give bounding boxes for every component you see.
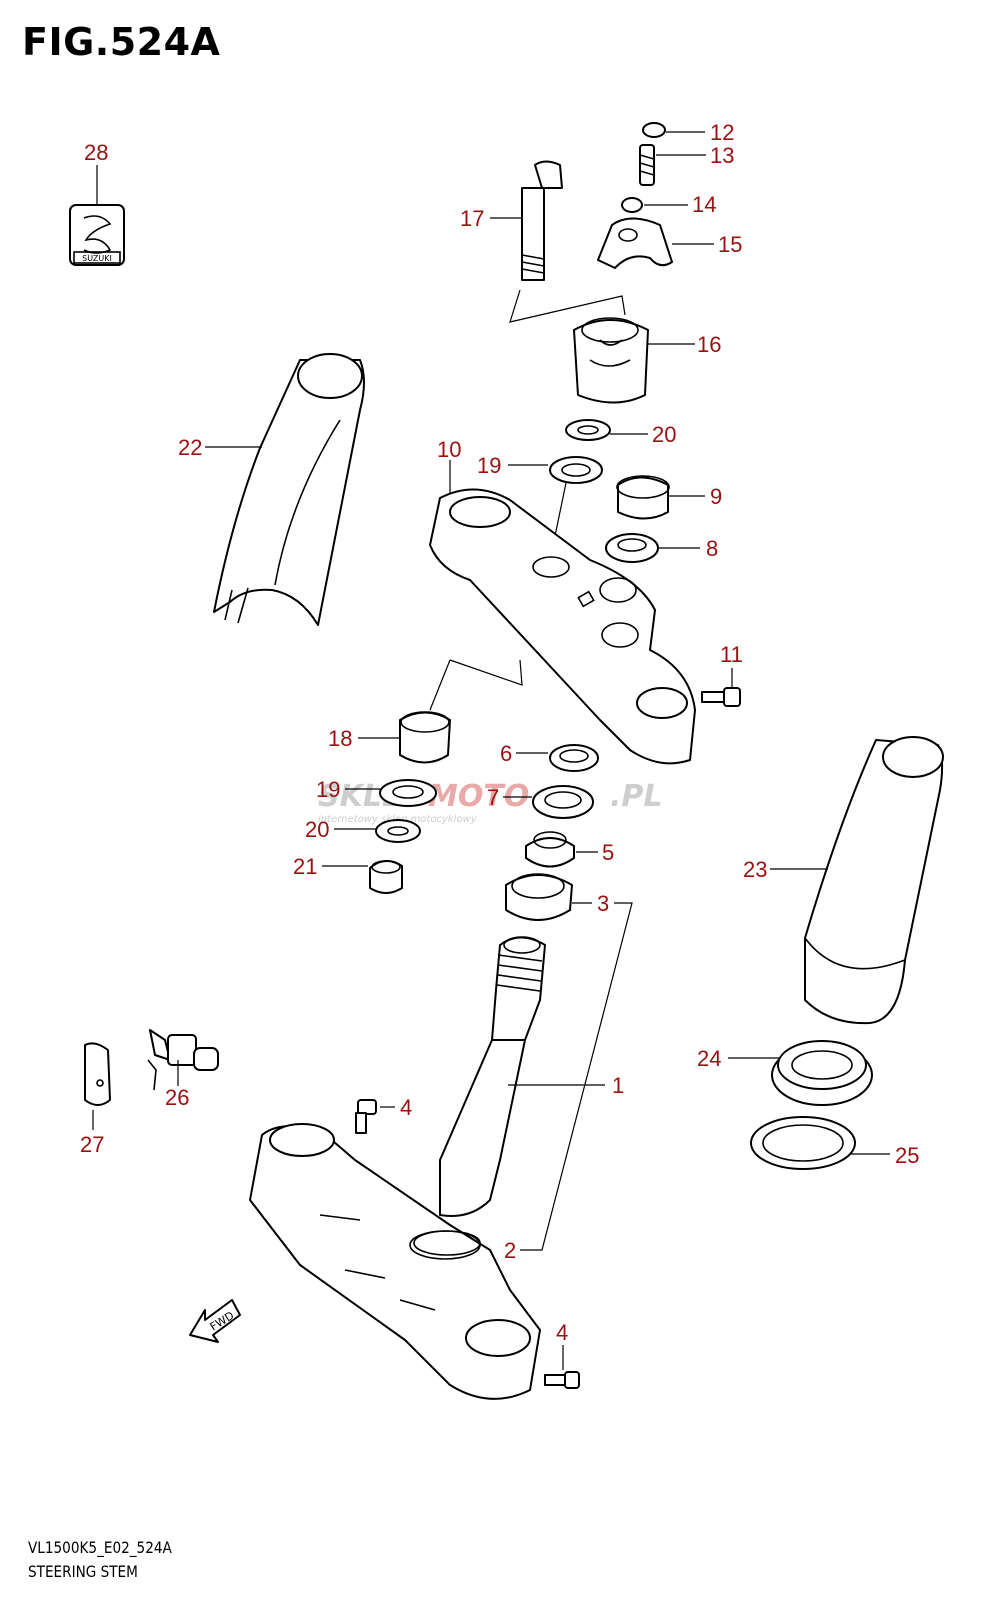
part-17-bolt bbox=[490, 160, 626, 323]
part-13-bolt bbox=[639, 144, 706, 186]
part-12-cap bbox=[642, 122, 705, 138]
part-1-steering-stem bbox=[439, 936, 605, 1217]
part-4-bolt-upper bbox=[355, 1099, 395, 1134]
callout-25: 25 bbox=[895, 1143, 919, 1168]
part-25-washer bbox=[750, 1116, 890, 1170]
part-21-nut bbox=[322, 860, 403, 894]
watermark-text-c: .PL bbox=[610, 779, 663, 814]
part-19-washer-lower bbox=[345, 779, 437, 807]
part-26-steering-lock bbox=[147, 1029, 219, 1091]
part-23-fork-cover bbox=[770, 736, 944, 1025]
callout-4a: 4 bbox=[400, 1095, 412, 1120]
callout-1: 1 bbox=[612, 1073, 624, 1098]
callout-19a: 19 bbox=[477, 453, 501, 478]
callout-9: 9 bbox=[710, 484, 722, 509]
part-20-washer-lower bbox=[334, 819, 421, 843]
part-28-emblem: SUZUKI bbox=[69, 165, 125, 266]
callout-8: 8 bbox=[706, 536, 718, 561]
callout-20a: 20 bbox=[652, 422, 676, 447]
callout-14: 14 bbox=[692, 192, 716, 217]
suzuki-badge-text: SUZUKI bbox=[82, 254, 112, 263]
callout-6: 6 bbox=[500, 741, 512, 766]
figure-name: STEERING STEM bbox=[28, 1562, 138, 1581]
callout-13: 13 bbox=[710, 143, 734, 168]
part-8-washer bbox=[605, 533, 700, 563]
callout-12: 12 bbox=[710, 120, 734, 145]
callout-7: 7 bbox=[487, 785, 499, 810]
callout-11: 11 bbox=[720, 642, 743, 667]
fwd-arrow-icon: FWD bbox=[189, 1299, 241, 1343]
callout-3: 3 bbox=[597, 891, 609, 916]
callout-21: 21 bbox=[293, 854, 317, 879]
part-14-washer bbox=[621, 197, 688, 213]
part-lower-bracket bbox=[249, 1123, 541, 1400]
callout-27: 27 bbox=[80, 1132, 104, 1157]
callout-28: 28 bbox=[84, 140, 108, 165]
part-2-seal bbox=[413, 1230, 481, 1256]
callout-23: 23 bbox=[743, 857, 767, 882]
callout-16: 16 bbox=[697, 332, 721, 357]
part-11-bolt bbox=[701, 668, 741, 707]
part-3-bearing bbox=[505, 873, 633, 1251]
callout-15: 15 bbox=[718, 232, 742, 257]
callout-19b: 19 bbox=[316, 777, 340, 802]
callout-10: 10 bbox=[437, 437, 461, 462]
part-4-bolt-lower bbox=[544, 1345, 580, 1389]
figure-code: VL1500K5_E02_524A bbox=[28, 1538, 172, 1557]
callout-17: 17 bbox=[460, 206, 484, 231]
part-15-holder-upper bbox=[597, 217, 714, 269]
callout-22: 22 bbox=[178, 435, 202, 460]
part-16-holder-lower bbox=[573, 317, 695, 404]
callout-18: 18 bbox=[328, 726, 352, 751]
callout-20b: 20 bbox=[305, 817, 329, 842]
part-10-upper-bracket bbox=[429, 460, 696, 765]
part-9-cap bbox=[616, 475, 705, 520]
callout-24: 24 bbox=[697, 1046, 721, 1071]
part-24-ring-nut bbox=[728, 1040, 873, 1106]
callout-5: 5 bbox=[602, 840, 614, 865]
part-20-washer-upper bbox=[565, 419, 648, 441]
part-6-seal bbox=[516, 744, 599, 772]
callout-2: 2 bbox=[504, 1238, 516, 1263]
part-5-bearing bbox=[525, 831, 598, 868]
callout-26: 26 bbox=[165, 1085, 189, 1110]
part-27-cover bbox=[84, 1042, 111, 1130]
part-18-cap-nut bbox=[358, 711, 451, 764]
part-7-washer bbox=[503, 785, 594, 819]
figure-title: FIG.524A bbox=[22, 20, 221, 64]
callout-4b: 4 bbox=[556, 1320, 568, 1345]
part-22-fork-cover bbox=[205, 353, 365, 626]
